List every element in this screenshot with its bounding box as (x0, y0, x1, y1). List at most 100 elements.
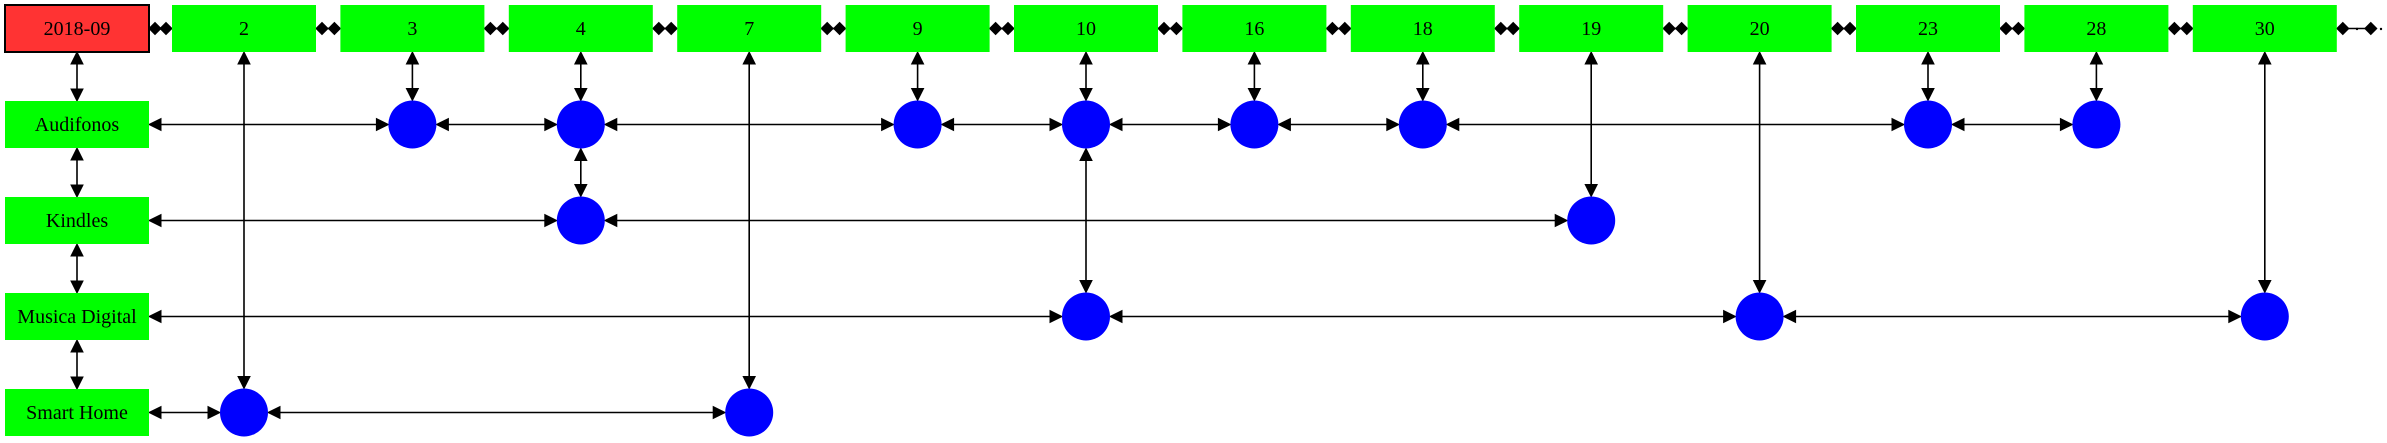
event-node-kindles-4[interactable] (556, 196, 605, 245)
event-node-audifonos-9[interactable] (893, 100, 942, 149)
timeline-edge-head-end (664, 21, 678, 36)
timeline-edge-head-end (1843, 21, 1857, 36)
day-node-2[interactable]: 2 (172, 5, 316, 52)
day-label: 2 (239, 18, 249, 40)
event-node-musica-digital-10[interactable] (1062, 292, 1110, 341)
day-node-9[interactable]: 9 (845, 5, 990, 52)
event-node-kindles-19[interactable] (1567, 196, 1616, 245)
category-link-edge-head-start (147, 117, 162, 132)
day-link-edge-head-start (1921, 50, 1935, 65)
timeline-edge-head-end (1169, 21, 1184, 36)
timeline-edge-head-start (2167, 21, 2182, 36)
timeline-edge-head-start (1662, 21, 1676, 36)
category-box (5, 197, 149, 244)
edges-layer (70, 21, 2378, 420)
day-link-edge-head-start (573, 147, 588, 161)
category-link-edge-head-start (1445, 117, 1460, 132)
day-box (2192, 5, 2337, 52)
timeline-edge-head-start (1830, 21, 1845, 36)
day-box (1182, 5, 1327, 52)
category-link-edge-head-start (147, 405, 162, 420)
category-link-edge-head-end (207, 405, 222, 420)
category-link-edge-head-start (147, 213, 162, 228)
day-link-edge-head-end (1752, 280, 1767, 294)
timeline-edge-head-start (988, 21, 1003, 36)
category-chain-edge-head-start (70, 146, 84, 161)
day-link-edge-head-end (405, 88, 420, 102)
event-node-musica-digital-20[interactable] (1735, 292, 1784, 341)
category-box (5, 293, 149, 340)
day-node-30[interactable]: 30 (2192, 5, 2337, 52)
category-link-edge-head-end (375, 117, 390, 132)
day-node-4[interactable]: 4 (508, 5, 653, 52)
category-link-edge-head-start (1277, 117, 1291, 132)
day-link-edge-head-start (1079, 50, 1093, 65)
day-label: 3 (407, 18, 417, 40)
timeline-edge-head-end (159, 21, 173, 36)
category-chain-edge-head-end (70, 184, 84, 199)
event-node-musica-digital-30[interactable] (2240, 292, 2289, 341)
day-link-edge-head-start (1247, 50, 1262, 65)
timeline-edge-head-end (1674, 21, 1689, 36)
category-node-smart-home[interactable]: Smart Home (5, 389, 149, 436)
category-link-edge-head-end (1049, 309, 1064, 324)
day-link-edge-head-end (1415, 88, 1430, 102)
category-chain-edge-head-start (70, 242, 84, 257)
category-link-edge-head-start (1950, 117, 1965, 132)
category-label: Smart Home (26, 402, 128, 424)
day-link-edge-head-end (1921, 88, 1935, 102)
event-node-audifonos-4[interactable] (556, 100, 605, 149)
category-link-edge-head-end (544, 213, 558, 228)
day-node-19[interactable]: 19 (1519, 5, 1664, 52)
category-link-edge-head-start (147, 309, 162, 324)
category-link-edge-head-start (940, 117, 955, 132)
day-node-7[interactable]: 7 (677, 5, 822, 52)
day-link-edge-head-end (237, 376, 251, 390)
timeline-edge-head-end (2011, 21, 2026, 36)
day-link-edge-head-start (2089, 50, 2104, 65)
category-label: Audifonos (35, 114, 120, 136)
day-link-edge-head-end (573, 88, 588, 102)
day-box (1519, 5, 1664, 52)
event-node-audifonos-28[interactable] (2072, 100, 2121, 149)
overflow-ellipsis (2355, 27, 2383, 31)
day-label: 7 (744, 18, 754, 40)
timeline-edge-head-start (1157, 21, 1171, 36)
month-node[interactable]: 2018-09 (4, 4, 150, 53)
day-box (1687, 5, 1832, 52)
event-node-smart-home-2[interactable] (220, 388, 268, 437)
category-link-edge-head-start (603, 117, 618, 132)
day-node-16[interactable]: 16 (1182, 5, 1327, 52)
event-node-audifonos-23[interactable] (1904, 100, 1952, 149)
day-node-28[interactable]: 28 (2024, 5, 2169, 52)
day-link-edge-head-end (1079, 280, 1093, 294)
day-node-10[interactable]: 10 (1014, 5, 1158, 52)
event-node-smart-home-7[interactable] (725, 388, 774, 437)
day-box (1856, 5, 2000, 52)
category-link-edge-head-end (2228, 309, 2242, 324)
event-node-audifonos-18[interactable] (1398, 100, 1447, 149)
category-box (5, 101, 149, 148)
day-node-23[interactable]: 23 (1856, 5, 2000, 52)
day-node-3[interactable]: 3 (340, 5, 485, 52)
timeline-edge-head-start (652, 21, 666, 36)
category-node-audifonos[interactable]: Audifonos (5, 101, 149, 148)
timeline-edge-head-end (1506, 21, 1520, 36)
event-node-audifonos-3[interactable] (388, 100, 437, 149)
day-node-20[interactable]: 20 (1687, 5, 1832, 52)
category-link-edge-head-end (2059, 117, 2074, 132)
day-link-edge-head-end (742, 376, 757, 390)
day-label: 20 (1750, 18, 1770, 40)
day-node-18[interactable]: 18 (1350, 5, 1495, 52)
timeline-edge-tail-head-start (2336, 21, 2350, 36)
category-node-kindles[interactable]: Kindles (5, 197, 149, 244)
category-node-musica-digital[interactable]: Musica Digital (5, 293, 149, 340)
day-label: 10 (1076, 18, 1096, 40)
day-link-edge-head-end (910, 88, 925, 102)
timeline-edge-head-start (148, 21, 162, 36)
event-node-audifonos-16[interactable] (1230, 100, 1279, 149)
event-node-audifonos-10[interactable] (1062, 100, 1110, 149)
day-box (508, 5, 653, 52)
timeline-edge-head-start (1494, 21, 1508, 36)
